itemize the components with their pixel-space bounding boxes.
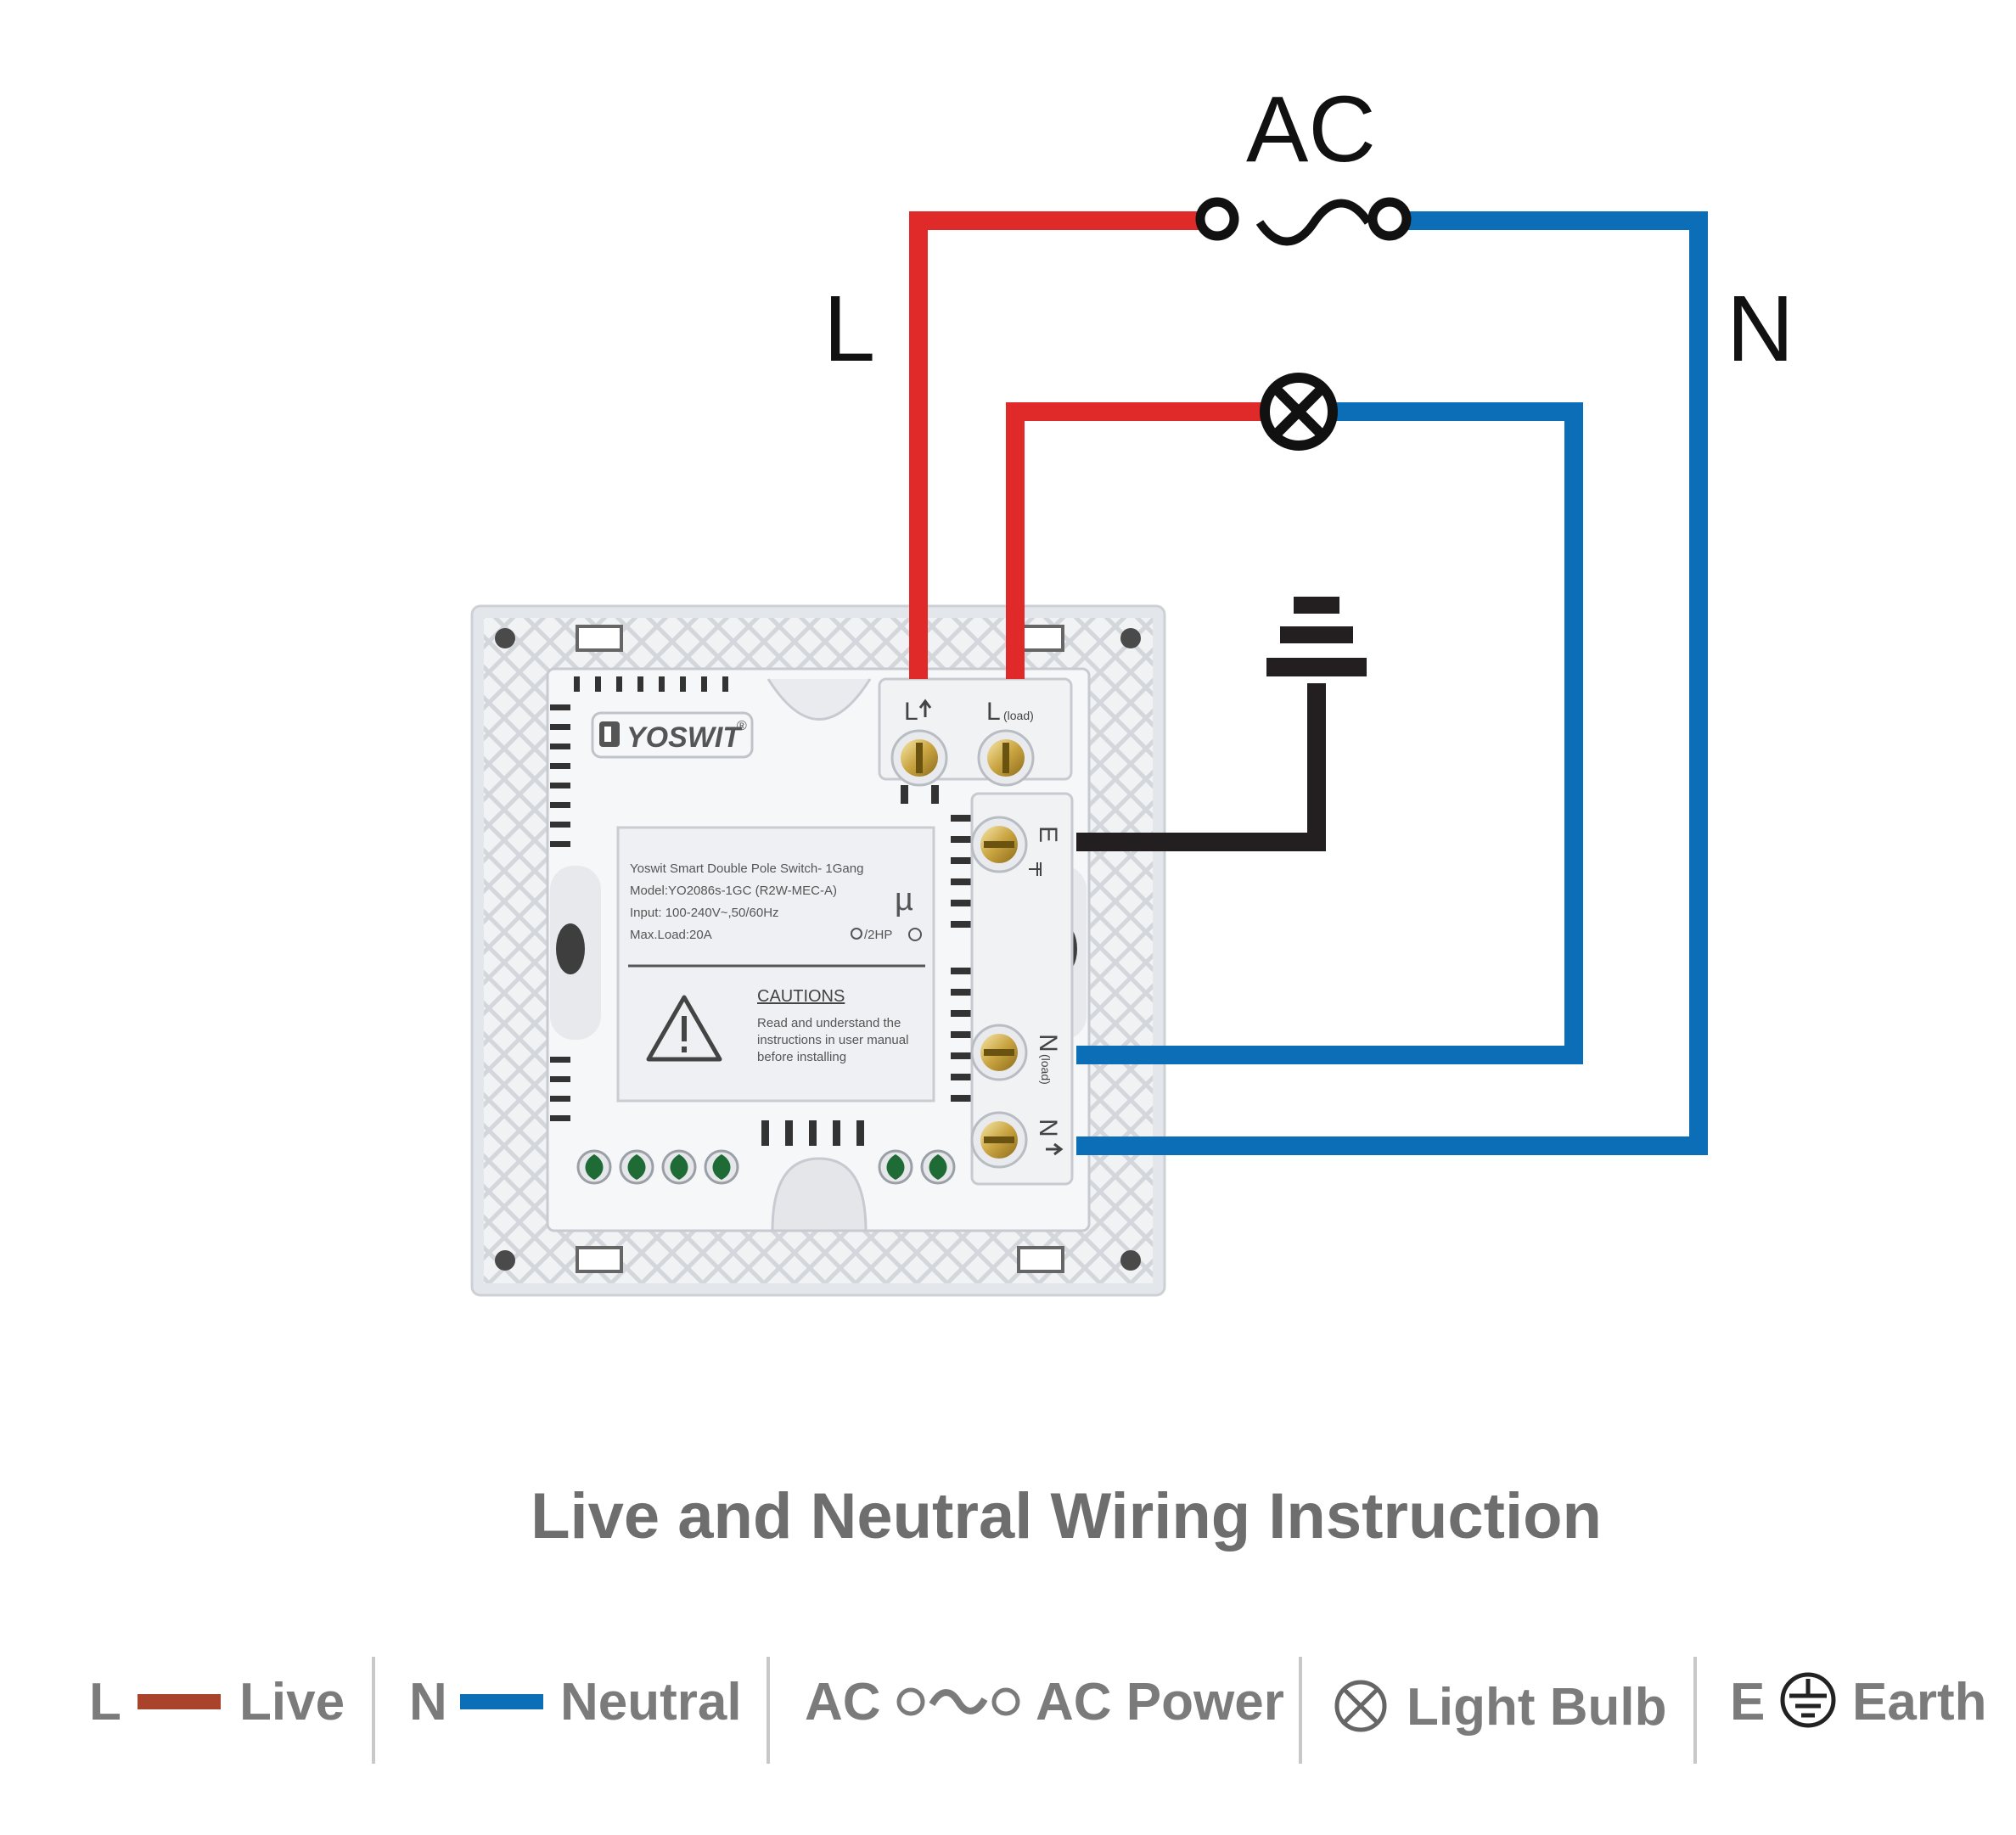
diagram-caption: Live and Neutral Wiring Instruction [531,1480,1602,1552]
terminal-label-n-in: N [1034,1119,1062,1137]
input-arrow-icon [1046,1142,1064,1156]
terminal-label-n-load-sub: (load) [1039,1054,1053,1085]
legend-item-neutral: N Neutral [409,1673,742,1731]
neutral-label: N [1727,277,1794,381]
neutral-wire-swatch [460,1694,543,1709]
plate-line-4: Max.Load:20A [630,928,712,942]
legend-item-light-bulb: Light Bulb [1334,1678,1666,1737]
terminal-screw-n-in [970,1111,1028,1169]
switch-device: YOSWIT ® Yoswit Smart Double Pole Switch… [470,604,1166,1297]
brand-name: YOSWIT [626,721,743,754]
ac-source-symbol [1195,197,1412,246]
warning-triangle-icon [646,995,722,1062]
legend-symbol: AC [805,1673,881,1731]
legend-label: Light Bulb [1407,1678,1666,1737]
ac-label: AC [1246,77,1376,182]
mount-hole [1120,1250,1141,1271]
mount-hole [1120,628,1141,648]
terminal-screw-n-load [970,1024,1028,1081]
plate-line-3: Input: 100-240V~,50/60Hz [630,906,779,920]
neutral-wire-supply [1076,211,1708,1155]
legend-symbol: N [409,1673,447,1731]
brand-mark: ® [737,719,747,733]
plate-rating: /2HP [864,928,892,942]
terminal-label-earth: E [1034,826,1062,843]
legend-label: Earth [1852,1673,1986,1731]
rating-plate: Yoswit Smart Double Pole Switch- 1Gang M… [616,826,935,1103]
caution-line-1: Read and understand the [757,1016,901,1030]
live-label: L [823,277,875,381]
live-wire-load [1006,402,1265,679]
brand-logo: YOSWIT ® [591,711,754,759]
neutral-wire-load [1076,402,1583,1064]
legend: L Live N Neutral AC AC Power [89,1657,1986,1764]
terminal-label-l-in: L [904,698,918,726]
plate-cert-icon [908,928,922,941]
plate-line-2: Model:YO2086s-1GC (R2W-MEC-A) [630,884,837,898]
terminal-label-l-load-sub: (load) [1003,709,1034,722]
legend-label: Live [239,1673,345,1731]
plate-mu-symbol: µ [895,882,913,918]
ac-power-symbol [896,1687,1020,1716]
terminal-label-n-load: N [1034,1034,1062,1052]
light-bulb-icon [1260,373,1338,451]
input-arrow-icon [918,699,932,717]
legend-item-ac-power: AC AC Power [805,1673,1284,1731]
caution-line-2: instructions in user manual [757,1033,908,1047]
caution-title: CAUTIONS [757,987,845,1006]
terminal-screw-earth [970,816,1028,873]
earth-ground-icon [1266,597,1367,676]
plate-sun-icon [851,928,862,940]
legend-label: Neutral [560,1673,742,1731]
live-wire-swatch [138,1694,221,1709]
plate-line-1: Yoswit Smart Double Pole Switch- 1Gang [630,861,863,876]
mount-hole [495,1250,515,1271]
legend-symbol: E [1730,1673,1765,1731]
bottom-screws [576,1149,956,1185]
terminal-screw-l-in [890,729,948,787]
terminal-earth-icon [1029,862,1042,876]
live-wire-supply [909,211,1210,679]
legend-label: AC Power [1036,1673,1284,1731]
light-bulb-icon [1334,1680,1387,1732]
terminal-label-l-load: L [986,698,1001,726]
legend-item-live: L Live [89,1673,345,1731]
legend-item-earth: E Earth [1730,1672,1986,1731]
earth-icon [1780,1672,1836,1728]
wires [909,211,1708,1155]
mount-hole [495,628,515,648]
legend-symbol: L [89,1673,121,1731]
terminal-screw-l-load [977,729,1035,787]
earth-wire [1076,683,1326,851]
caution-line-3: before installing [757,1050,846,1064]
